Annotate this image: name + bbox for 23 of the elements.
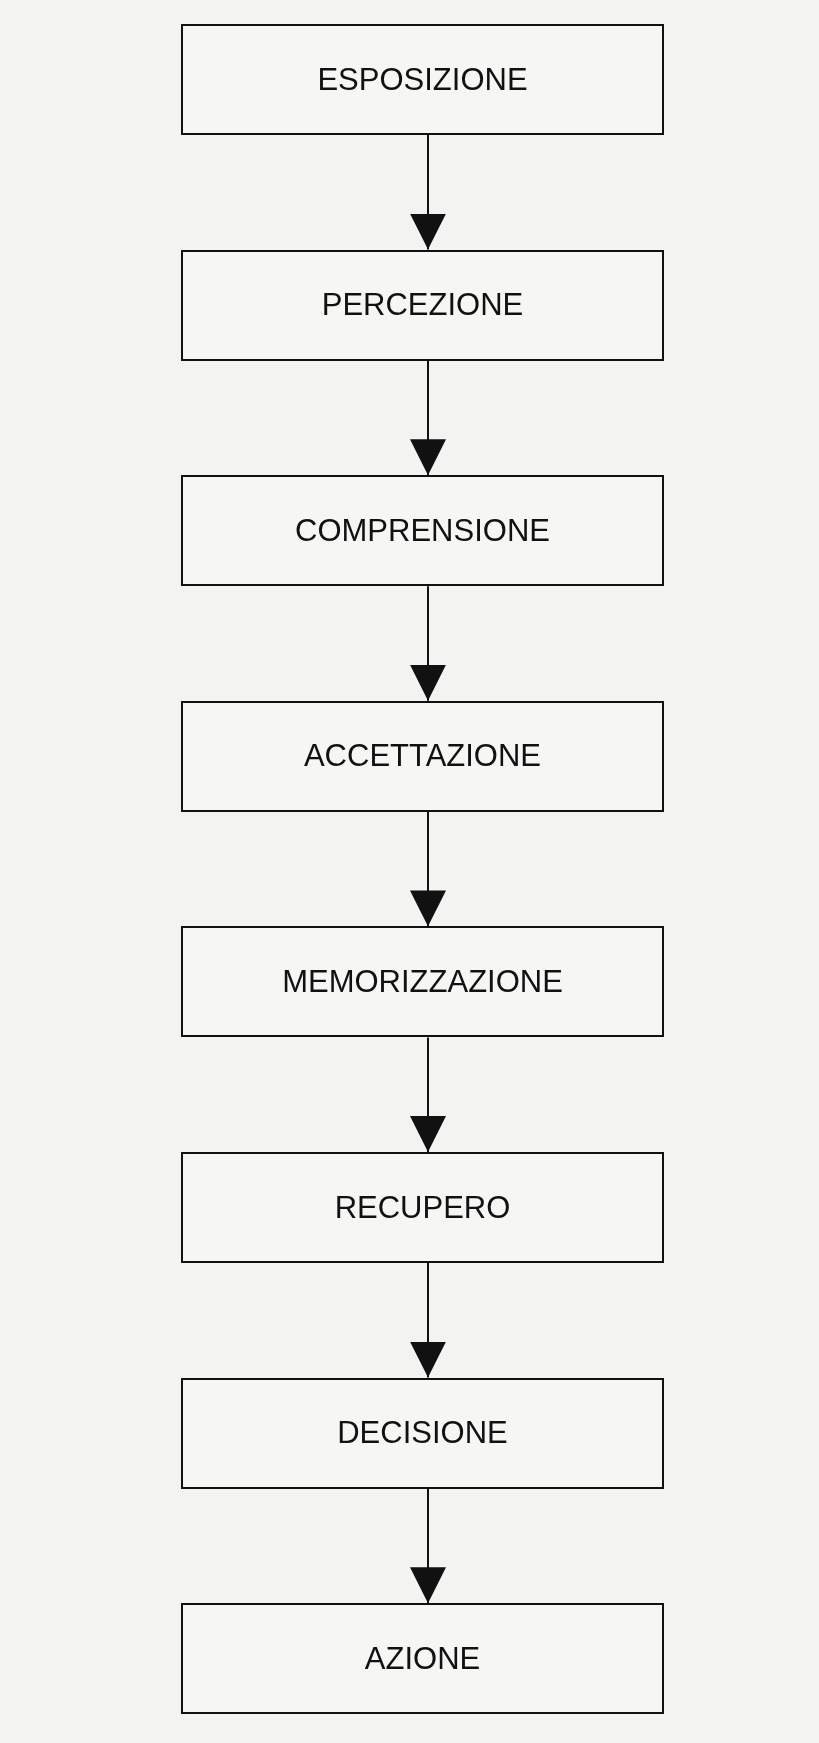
- step-label: AZIONE: [364, 1640, 481, 1677]
- arrow: [410, 1262, 446, 1379]
- process-box: [181, 475, 664, 587]
- process-box: [181, 1603, 664, 1715]
- process-box: [181, 1377, 664, 1489]
- step-label: RECUPERO: [334, 1189, 511, 1226]
- step-label: ESPOSIZIONE: [317, 61, 528, 98]
- step-label: PERCEZIONE: [321, 287, 524, 324]
- step-label: COMPRENSIONE: [295, 512, 550, 549]
- process-box: [181, 700, 664, 812]
- arrow: [410, 1036, 446, 1153]
- arrow: [410, 1487, 446, 1605]
- process-box: [181, 1152, 664, 1263]
- step-label: ACCETTAZIONE: [303, 738, 542, 775]
- arrow: [410, 134, 446, 251]
- step-label: DECISIONE: [337, 1415, 508, 1452]
- step-label: MEMORIZZAZIONE: [282, 963, 563, 1000]
- arrow: [410, 810, 446, 928]
- process-box: [181, 926, 664, 1038]
- process-box: [181, 24, 664, 135]
- process-box: [181, 249, 664, 361]
- arrow: [410, 585, 446, 702]
- arrow: [410, 359, 446, 477]
